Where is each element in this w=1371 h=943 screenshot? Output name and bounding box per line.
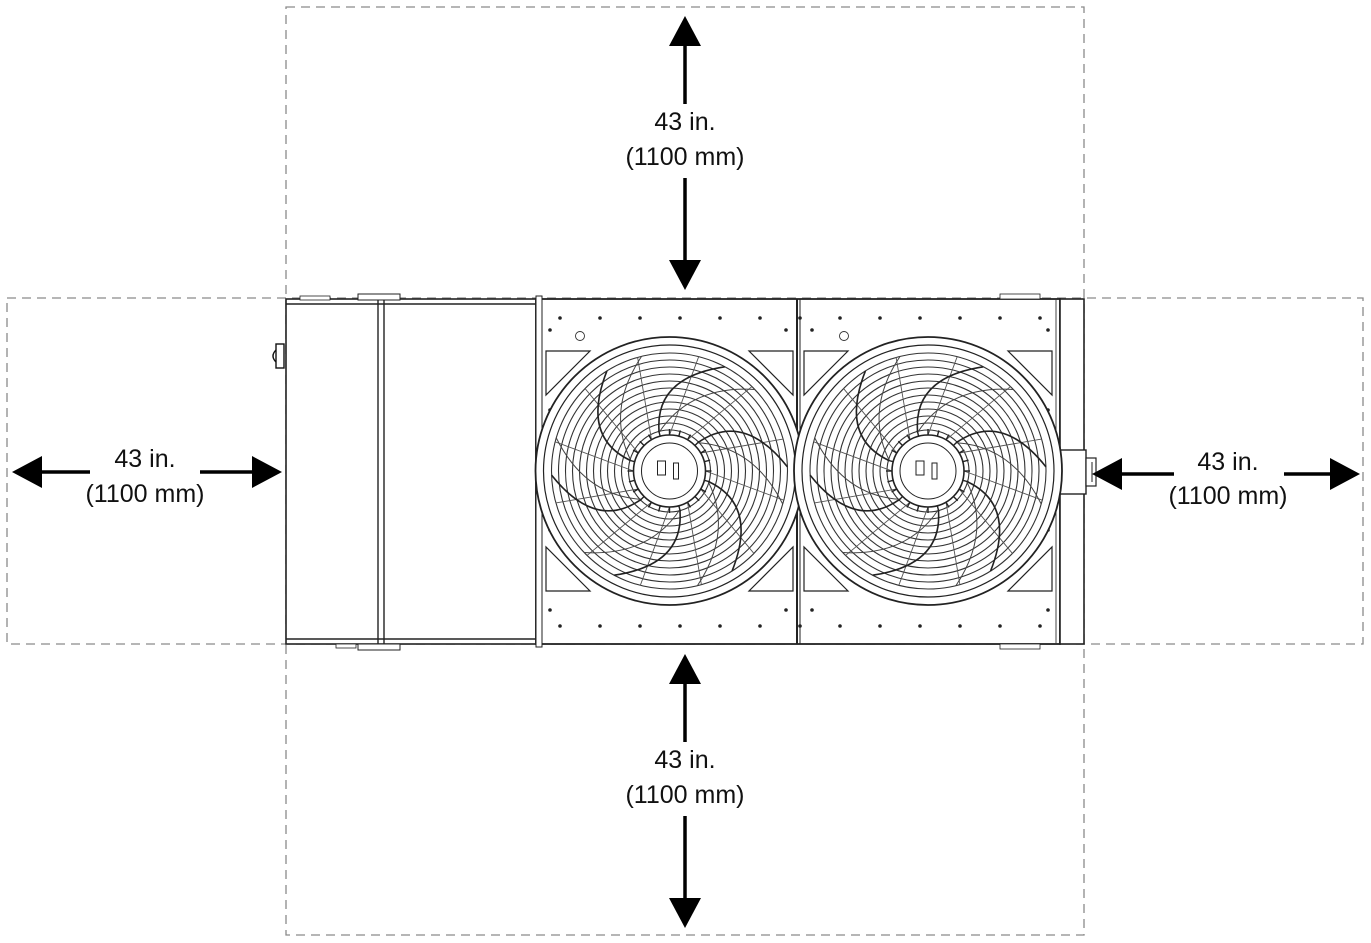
- fans: [534, 336, 1063, 606]
- mount-hole-right: [839, 331, 849, 341]
- corner-gusset: [747, 350, 794, 397]
- corner-gusset: [803, 350, 850, 397]
- fan-hub-inner: [899, 442, 957, 500]
- bottom-bracket: [357, 643, 401, 651]
- top-label-mm: (1100 mm): [625, 143, 744, 171]
- motor-connector: [673, 462, 679, 480]
- corner-gusset: [1006, 545, 1053, 592]
- left-label-in: 43 in.: [114, 445, 175, 473]
- top-label-in: 43 in.: [654, 108, 715, 136]
- arrow-bottom: [669, 654, 701, 928]
- coil-section: [285, 298, 537, 645]
- latch-icon: [272, 343, 285, 369]
- corner-gusset: [803, 545, 850, 592]
- arrow-top: [669, 16, 701, 290]
- fan-hub: [632, 434, 707, 508]
- top-tab: [299, 295, 331, 301]
- mount-hole-left: [575, 331, 585, 341]
- fan-blades: [809, 356, 1047, 586]
- corner-gusset: [747, 545, 794, 592]
- fan-hub: [891, 434, 965, 508]
- arrow-left: [12, 456, 282, 488]
- fan-hub-inner: [641, 442, 698, 500]
- corner-gusset: [545, 545, 592, 592]
- top-bracket: [357, 293, 401, 301]
- bottom-tab: [335, 643, 357, 649]
- housing-top-tab: [999, 293, 1041, 300]
- fan-right: [793, 336, 1063, 606]
- arrow-right: [1092, 458, 1360, 490]
- bottom-label-in: 43 in.: [654, 746, 715, 774]
- right-label-in: 43 in.: [1197, 448, 1258, 476]
- labels: 43 in. (1100 mm) 43 in. (1100 mm) 43 in.…: [85, 108, 1287, 809]
- arrows: [12, 16, 1360, 928]
- corner-gusset: [1006, 350, 1053, 397]
- corner-gusset: [545, 350, 592, 397]
- junction-box: [1059, 449, 1097, 495]
- clearance-zone-horizontal: [6, 297, 1364, 645]
- motor-plate: [915, 460, 925, 476]
- motor-connector: [931, 462, 938, 480]
- right-label-mm: (1100 mm): [1168, 482, 1287, 510]
- left-label-mm: (1100 mm): [85, 480, 204, 508]
- fan-venturi-inner: [801, 344, 1055, 598]
- fan-blades: [550, 356, 789, 586]
- fan-left: [534, 336, 805, 606]
- bottom-label-mm: (1100 mm): [625, 781, 744, 809]
- housing-bottom-tab: [999, 643, 1041, 650]
- motor-plate: [657, 460, 666, 476]
